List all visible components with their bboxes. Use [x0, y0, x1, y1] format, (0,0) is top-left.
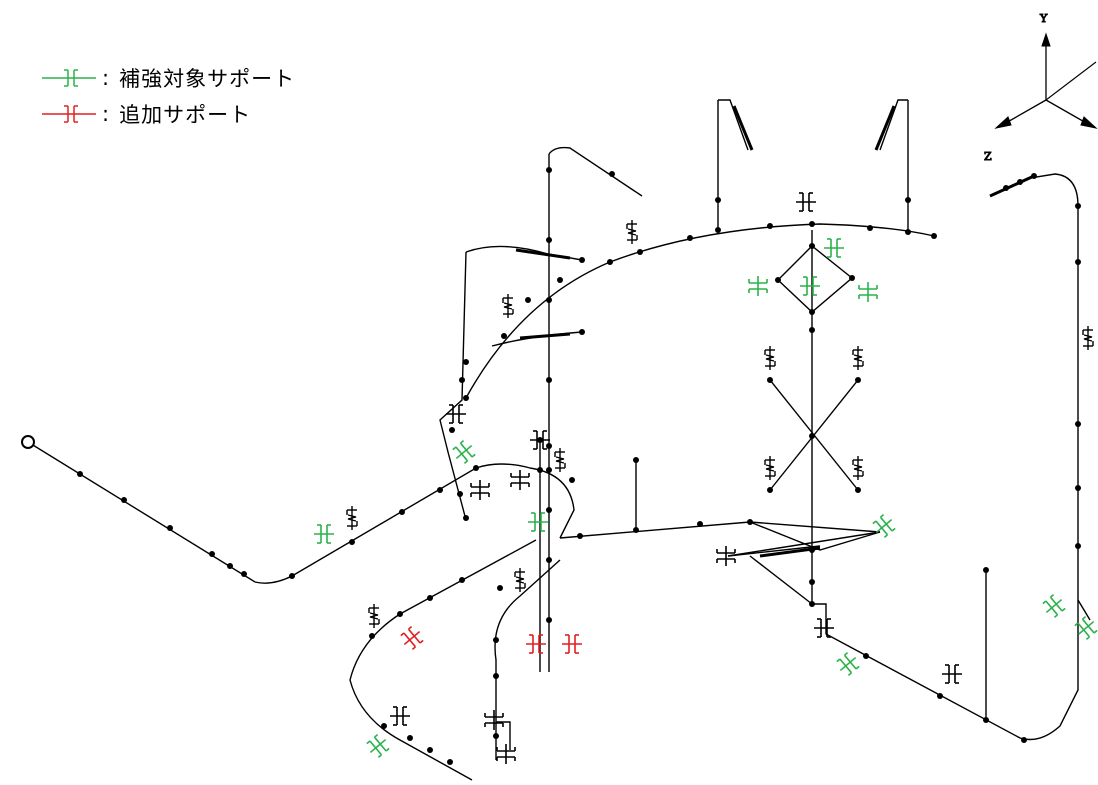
pipe-riser-top: [548, 146, 643, 197]
added-supports: [397, 623, 583, 654]
added-support-icon: [42, 105, 96, 123]
pipe-left-leg-top: [718, 99, 749, 151]
spring-hanger-icon: [554, 447, 566, 473]
existing-supports: [389, 192, 963, 765]
pipe-routes: [27, 99, 1091, 781]
spring-hanger-icon: [764, 345, 776, 371]
spring-hanger-icon: [764, 455, 776, 481]
pipe-lower-stub: [496, 721, 511, 750]
reinforcement-support-icon: [42, 69, 96, 87]
support-icon: [484, 709, 504, 731]
reinforcement-support-icon: [363, 731, 393, 761]
legend-item-reinforcement: : 補強対象サポート: [40, 60, 295, 96]
support-icon: [510, 469, 530, 491]
reinforcement-supports: [313, 238, 1098, 761]
spring-hanger-icon: [346, 505, 358, 531]
spring-hanger-icon: [502, 293, 514, 319]
pipe-mid-fan-2: [727, 545, 821, 557]
support-icon: [389, 706, 411, 726]
reinforcement-support-icon: [1039, 591, 1069, 621]
legend-label-reinforcement: 補強対象サポート: [119, 67, 296, 91]
spring-hangers: [346, 219, 1094, 629]
pipe-center-link: [529, 467, 575, 539]
spring-hanger-icon: [852, 345, 864, 371]
pipe-lower-mid: [494, 559, 561, 760]
pipe-low-branch: [812, 173, 1079, 741]
spring-hanger-icon: [852, 455, 864, 481]
axis-label-z: Z: [984, 150, 992, 163]
reinforcement-support-icon: [748, 275, 768, 297]
reinforcement-support-icon: [858, 281, 878, 303]
pipe-diamond: [776, 245, 854, 313]
axis-label-y: Y: [1039, 12, 1048, 25]
reinforcement-support-icon: [449, 437, 479, 467]
reinforcement-support-icon: [833, 649, 863, 679]
added-support-icon: [397, 623, 427, 653]
support-icon: [496, 743, 516, 765]
pipe-mid-horizontal: [559, 521, 881, 539]
legend-label-added: 追加サポート: [119, 103, 252, 127]
legend-separator: :: [102, 102, 110, 126]
axes-indicator: Y Z: [984, 12, 1098, 164]
spring-hanger-icon: [514, 567, 526, 593]
reinforcement-support-icon: [313, 524, 335, 544]
pipe-right-green-end: [1077, 599, 1091, 621]
pipe-main-arc: [465, 223, 935, 399]
legend-item-added: : 追加サポート: [40, 96, 295, 132]
legend: : 補強対象サポート : 追加サポート: [40, 60, 295, 132]
reinforcement-support-icon: [799, 276, 821, 296]
added-support-icon: [525, 634, 547, 654]
pipe-right-leg-top: [879, 99, 908, 151]
pipe-nodes: [21, 167, 1081, 765]
spring-hanger-icon: [1082, 325, 1094, 351]
pipe-lower-left: [349, 539, 537, 781]
pipe-mid-fan-4: [749, 555, 813, 605]
reinforcement-support-icon: [527, 512, 549, 532]
reinforcement-support-icon: [823, 238, 845, 258]
pipe-left-loop: [439, 251, 467, 521]
added-support-icon: [561, 634, 583, 654]
support-icon: [795, 192, 817, 212]
spring-hanger-icon: [626, 219, 638, 245]
legend-separator: :: [102, 66, 110, 90]
hanger-assemblies: [515, 105, 1035, 558]
spring-hanger-icon: [368, 603, 380, 629]
support-icon: [470, 479, 490, 501]
reinforcement-support-icon: [1071, 613, 1098, 643]
support-icon: [941, 664, 963, 684]
support-icon: [813, 618, 835, 638]
reinforcement-support-icon: [869, 511, 899, 541]
pipe-mid-fan-3: [749, 521, 881, 551]
pipe-main-left: [27, 441, 531, 584]
support-icon: [445, 404, 467, 424]
